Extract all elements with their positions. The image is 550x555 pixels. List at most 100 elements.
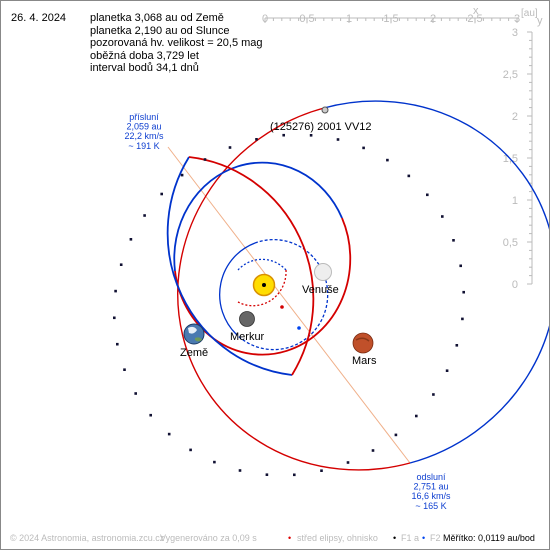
- orbit-point: [167, 432, 171, 436]
- orbit-point: [149, 413, 152, 417]
- orbit-point: [452, 239, 455, 242]
- asteroid-info: planetka 3,068 au od Země planetka 2,190…: [90, 12, 263, 75]
- orbit-point: [113, 316, 116, 320]
- perihelion-text-line: 2,059 au: [126, 122, 161, 132]
- mercury-orbit-red: [237, 269, 287, 307]
- y-axis-label: y: [537, 15, 543, 27]
- venus-orbit-dotted: [235, 238, 329, 351]
- mars-label: Mars: [352, 355, 377, 367]
- earth-planet: [183, 323, 205, 345]
- orbit-point: [203, 158, 207, 161]
- y-axis-tick-label: 2,5: [503, 69, 518, 81]
- orbit-point: [459, 264, 462, 268]
- x-axis-tick-label: 1,5: [383, 13, 398, 25]
- x-axis-tick-label: 0: [262, 13, 268, 25]
- legend-blue-dot: •: [422, 533, 426, 543]
- x-axis-tick-label: 2,5: [467, 13, 482, 25]
- ellipse-center-marker: [280, 305, 284, 309]
- x-axis-tick-label: 3: [514, 13, 520, 25]
- orbit-point: [309, 134, 313, 137]
- scale-text: Měřítko: 0,0119 au/bod: [443, 533, 535, 543]
- legend-f1-text: F1 a: [401, 533, 420, 543]
- x-axis-tick-label: 2: [430, 13, 436, 25]
- orbit-point: [228, 146, 232, 149]
- orbit-point: [116, 342, 119, 346]
- venus-orbit-solid: [219, 242, 256, 335]
- y-axis-tick-label: 0: [512, 279, 518, 291]
- orbit-point: [180, 173, 184, 177]
- orbit-point: [415, 414, 418, 418]
- aphelion-text-line: 2,751 au: [413, 482, 448, 492]
- asteroid-marker: [321, 106, 329, 114]
- earth-label: Země: [180, 347, 208, 359]
- orbit-point: [282, 133, 285, 137]
- orbit-point: [265, 473, 269, 476]
- orbit-point: [255, 138, 258, 141]
- orbit-point: [129, 238, 133, 241]
- mars-planet: [352, 332, 374, 354]
- info-line-sun-distance: planetka 2,190 au od Slunce: [90, 24, 230, 37]
- orbit-point: [320, 469, 323, 472]
- orbit-point: [462, 290, 465, 294]
- earth-orbit-blue-arc: [173, 161, 343, 272]
- mars-orbit-red-arc: [188, 156, 315, 376]
- asteroid-orbit-points: [113, 133, 465, 477]
- orbit-point: [160, 192, 163, 196]
- orbit-point: [134, 392, 137, 395]
- orbit-point: [362, 146, 365, 150]
- x-axis-tick-label: 0,5: [299, 13, 314, 25]
- y-axis-tick-label: 1: [512, 195, 518, 207]
- orbit-point: [407, 174, 411, 178]
- orbit-point: [445, 369, 449, 372]
- sun: [252, 273, 276, 297]
- orbit-point: [293, 473, 296, 477]
- legend-center-text: střed elipsy, ohnisko: [297, 533, 378, 543]
- venus-planet: [314, 263, 332, 281]
- y-axis-tick-label: 3: [512, 27, 518, 39]
- apsidal-line: [167, 146, 411, 464]
- orbit-point: [441, 215, 444, 218]
- orbit-point: [213, 460, 216, 464]
- orbit-point: [189, 448, 192, 452]
- perihelion-text-line: ~ 191 K: [128, 141, 159, 151]
- orbit-point: [461, 317, 464, 321]
- y-axis-tick-label: 2: [512, 111, 518, 123]
- mars-orbit-blue-arc: [166, 156, 293, 376]
- orbit-point: [123, 368, 126, 371]
- venus-label: Venuše: [302, 284, 339, 296]
- perihelion-text-line: přísluní: [129, 112, 159, 122]
- orbit-point: [346, 461, 350, 464]
- info-line-period: oběžná doba 3,729 let: [90, 49, 199, 62]
- orbit-point: [119, 263, 123, 266]
- info-line-interval: interval bodů 34,1 dnů: [90, 62, 199, 75]
- orbit-point: [238, 469, 242, 472]
- orbit-point: [371, 449, 375, 452]
- orbit-point: [432, 393, 435, 396]
- mercury-label: Merkur: [230, 331, 265, 343]
- asteroid-orbit-above-ecliptic: [323, 100, 550, 464]
- legend-f2-text: F2: [430, 533, 441, 543]
- aphelion-text-line: odsluní: [416, 472, 446, 482]
- info-line-earth-distance: planetka 3,068 au od Země: [90, 12, 224, 24]
- aphelion-text-line: ~ 165 K: [415, 501, 446, 511]
- orbit-point: [394, 433, 398, 437]
- mercury-planet: [239, 311, 255, 327]
- orbit-point: [114, 289, 117, 293]
- generation-time: Vygenerováno za 0,09 s: [160, 533, 257, 543]
- aphelion-text-line: 16,6 km/s: [411, 491, 451, 501]
- asteroid-label: (125276) 2001 VV12: [270, 121, 372, 133]
- earth-orbit-red-arc: [174, 217, 352, 356]
- x-axis-label: x: [473, 5, 479, 17]
- orbit-point: [143, 214, 146, 217]
- info-line-magnitude: pozorovaná hv. velikost = 20,5 mag: [90, 37, 263, 50]
- legend-red-dot: •: [288, 533, 292, 543]
- copyright-text: © 2024 Astronomia, astronomia.zcu.cz: [10, 533, 165, 543]
- asteroid-orbit-below-ecliptic: [177, 107, 411, 471]
- orbit-point: [455, 344, 459, 347]
